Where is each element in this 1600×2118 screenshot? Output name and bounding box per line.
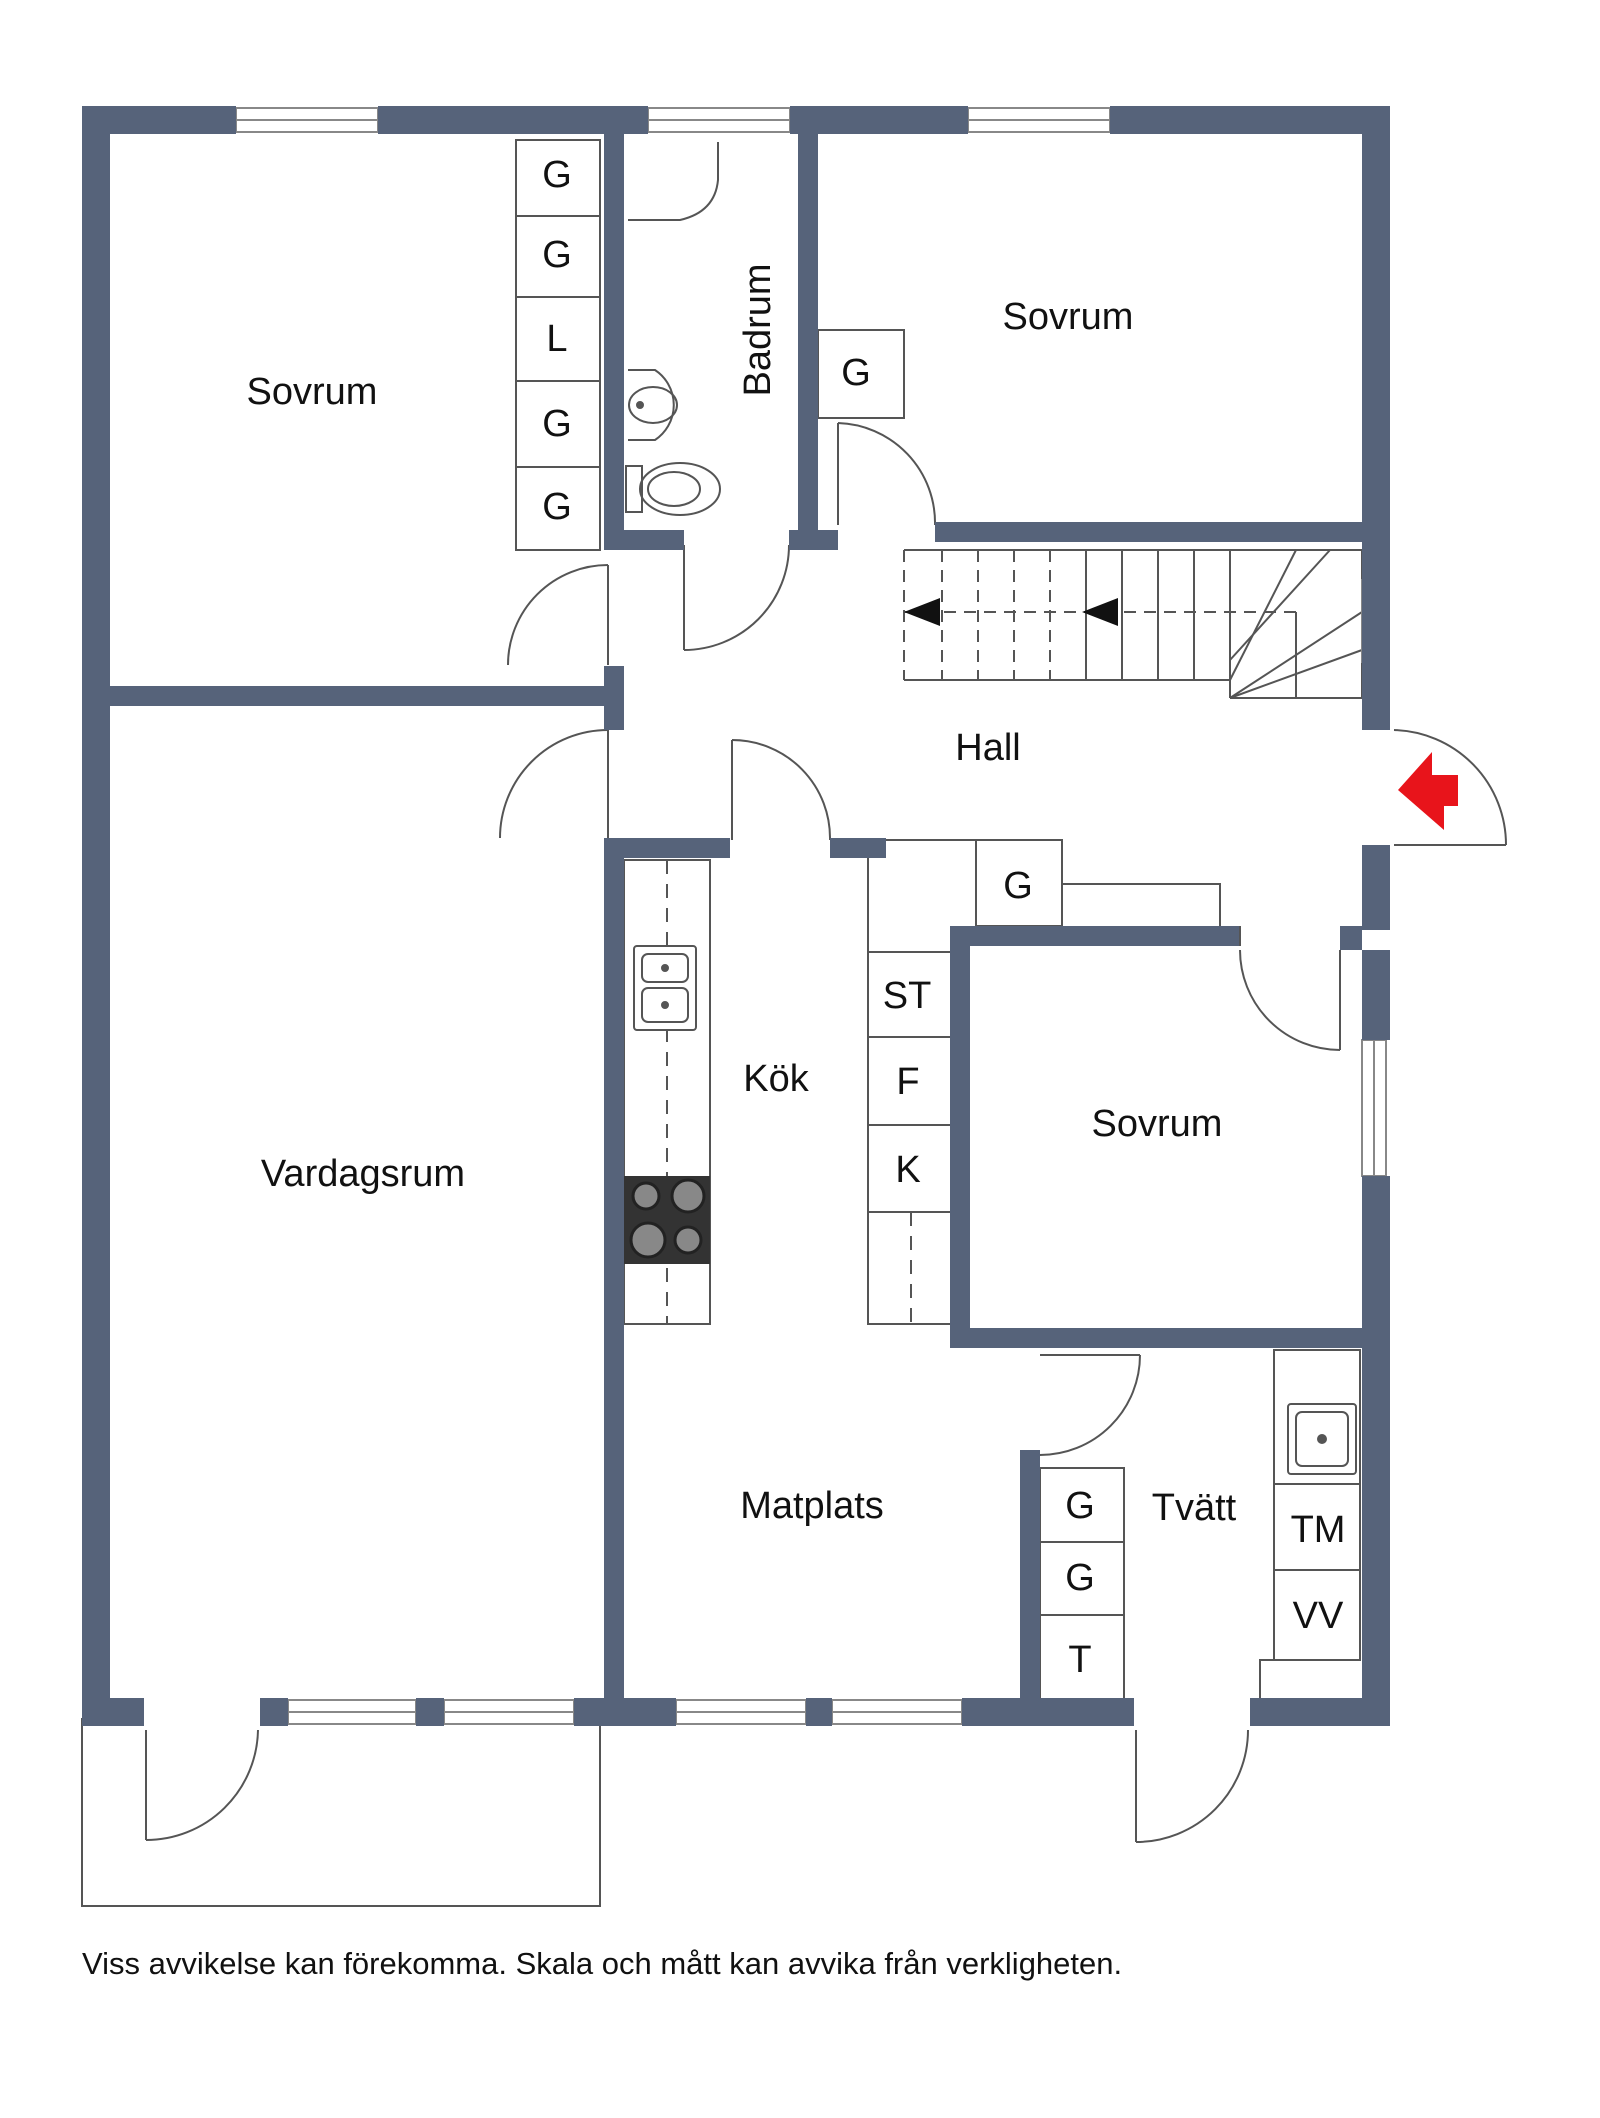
room-label-vardagsrum: Vardagsrum [261,1153,465,1195]
cabinet-label: L [546,318,567,360]
cabinet-label: G [1003,865,1033,907]
room-label-tvatt: Tvätt [1152,1487,1237,1529]
cabinet-label: G [1065,1557,1095,1599]
entrance-arrow-icon [1398,752,1458,830]
cabinet-label: G [542,486,572,528]
hall-shelf-outline [867,857,955,953]
room-label-sovrum-2: Sovrum [1003,296,1134,338]
sink-icon [628,369,678,441]
room-label-kok: Kök [743,1058,809,1100]
walls [82,106,1390,1726]
cabinet-label: ST [883,975,932,1017]
shower-curve [628,142,719,221]
cabinet-label: G [542,234,572,276]
stove-icon [624,1176,710,1264]
cabinet-label: G [1065,1485,1095,1527]
room-labels: Sovrum Badrum Sovrum Hall Vardagsrum Kök… [247,263,1237,1529]
cabinet-label: G [841,352,871,394]
cabinet-label: K [895,1149,920,1191]
room-label-matplats: Matplats [740,1485,884,1527]
cabinet-labels: G G L G G G G ST F K G G T TM VV [542,154,1345,1681]
tvatt-counter [1273,1349,1361,1661]
room-label-badrum: Badrum [737,263,779,396]
door-swings [145,422,1507,1843]
cabinet-label: T [1068,1639,1091,1681]
wardrobe-column-sovrum1 [515,139,601,551]
staircase [903,549,1363,699]
disclaimer-text: Viss avvikelse kan förekomma. Skala och … [82,1946,1123,1981]
laundry-sink-icon [1287,1403,1357,1475]
cabinet-label: TM [1291,1509,1346,1551]
room-label-hall: Hall [955,727,1020,769]
toilet-icon [625,462,721,516]
cabinet-label: VV [1293,1595,1344,1637]
cabinet-label: G [542,403,572,445]
balcony-outline [81,1718,601,1907]
cabinet-label: G [542,154,572,196]
room-label-sovrum-3: Sovrum [1092,1103,1223,1145]
room-label-sovrum-1: Sovrum [247,371,378,413]
cabinet-label: F [896,1061,919,1103]
stair-direction-arrow-icon [904,598,1118,626]
kitchen-sink-icon [633,945,697,1031]
